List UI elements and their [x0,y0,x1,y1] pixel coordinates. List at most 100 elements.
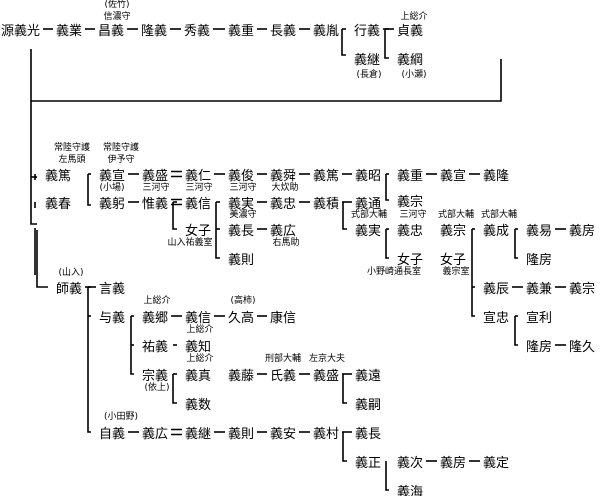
member-yoshitsuna: 義綱 [397,52,423,68]
descent-line-39 [342,374,347,404]
descent-line-20 [342,202,347,230]
note-jiyoshi-note: (小田野) [104,411,138,422]
note-koreyoshi-note: 三河守 [142,181,169,193]
note-yoshinari2-note: 式部大輔 [481,208,517,220]
member-yoshimune-a: 義宗 [397,194,423,210]
member-yoshimi: 義海 [397,484,423,496]
member-yoshinobu-2: 義宣 [440,168,466,184]
member-yoyoshi: 与義 [99,310,125,326]
descent-line-28 [514,316,518,346]
member-yoshitsugu-top: 義継 [354,52,380,68]
member-yoshitaka: 義隆 [483,168,509,184]
member-yoshimori: 義盛 [142,168,168,184]
member-muneyoshi: 宗義 [142,368,168,384]
member-yoshimune-c: 義宗 [569,281,595,297]
note-yoshitsuna-note: (小瀬) [401,68,426,80]
adoption-line-koreyoshi [171,198,182,206]
member-yoshitsugu-2: 義嗣 [355,397,381,413]
member-yoshitomo: 義知 [185,339,211,355]
descent-line-21 [385,229,389,259]
descent-line-1 [341,29,346,56]
member-yoshiatsu-2: 義篤 [313,168,339,184]
member-masayoshi: 昌義 [98,23,124,39]
member-yoshishige-1: 義重 [228,23,254,39]
note-yoshitsugu-note: (長倉) [356,68,381,80]
member-yoshiyuki: 義躬 [99,196,125,212]
member-yoshinari: 義業 [56,23,82,39]
member-yoshitsugu-3: 義継 [185,426,211,442]
descent-line-10 [87,202,91,206]
note-hisataka-note: (高柿) [230,294,255,306]
note-yoshimuneb-note: 式部大輔 [438,208,474,220]
note-daughter1-note: 山入祐義室 [167,236,212,248]
note-yoshitada2-note: 三河守 [399,208,426,220]
note-yoshinobu-note-1: 常陸守護 [103,141,139,153]
member-yoshinobu-1: 義宣 [99,168,125,184]
member-yoshito: 義遠 [355,368,381,384]
member-jiyoshi: 自義 [99,426,125,442]
member-yoshinori-2: 義則 [228,426,254,442]
member-yoshimasa: 義正 [355,455,381,471]
note-yoshizane2-note: 式部大輔 [351,208,387,220]
note-daughter2-note: 小野崎通長室 [367,265,421,277]
member-yoshimori-2: 義盛 [313,368,339,384]
member-yoshihiro: 義広 [270,223,296,239]
note-muneyoshi-note: (依上) [144,381,169,393]
descent-line-3 [384,29,389,59]
note-yoshimori2-note: 左京大夫 [309,352,345,364]
member-yoshishige-2: 義重 [397,168,423,184]
member-yoshikane: 義兼 [526,281,552,297]
note-yoshiyuki-note: (小場) [99,181,124,193]
descent-line-5 [30,49,502,102]
member-yoshihiro-2: 義広 [142,426,168,442]
note-daughter3-note: 義宗室 [442,265,469,277]
note-yoshisato-note: 上総介 [143,294,170,306]
member-yoshinobu-4: 義信 [185,310,211,326]
member-yoshizumi: 義積 [313,196,339,212]
member-yoshizane-2: 義実 [355,223,381,239]
note-yoshiatsu-note-2: 左馬頭 [58,153,85,165]
member-yoshitane-top: 義胤 [313,23,339,39]
member-yoshiharu: 義春 [45,196,71,212]
member-yoshizane: 義実 [228,196,254,212]
member-yoshitsugu-4: 義次 [397,455,423,471]
member-yoshifuji: 義藤 [228,368,254,384]
member-yoshikiyo: 義舜 [270,168,296,184]
note-sadayoshi-note: 上総介 [400,10,427,22]
member-ujiyoshi: 氏義 [270,368,296,384]
member-hideyoshi: 秀義 [184,23,210,39]
note-yoshizane3-note: 上総介 [186,352,213,364]
descent-line-33 [130,316,134,375]
lineage-lines [30,28,566,491]
note-yoshiatsu-note-1: 常陸守護 [54,141,90,153]
member-yoshizane-3: 義真 [185,368,211,384]
member-yoshiyasu-2: 義安 [270,426,296,442]
note-yoshinaga-note: 美濃守 [229,208,256,220]
member-daughter-1: 女子 [185,223,211,239]
member-yasunobu: 康信 [270,310,296,326]
note-yoshinobu-note-2: 伊予守 [107,153,134,165]
member-yoshitada-1: 義忠 [270,196,296,212]
member-sadayoshi: 貞義 [397,23,423,39]
member-hisataka: 久高 [228,310,254,326]
member-yoshisada: 義定 [483,455,509,471]
member-yoshihito: 義仁 [185,168,211,184]
note-yoshitomo-note: 上総介 [186,323,213,335]
descent-line-26 [514,229,518,259]
member-yoshiyasu: 義易 [526,223,552,239]
member-yoshinobu-3: 義信 [185,196,211,212]
member-yoshisato: 義郷 [142,310,168,326]
member-yoshikazu: 義数 [185,397,211,413]
member-nobutoshi: 宣利 [526,310,552,326]
member-yoshinaga-2: 義長 [355,426,381,442]
member-moroyoshi: 師義 [56,281,82,297]
note-yoshinobu3-note: 三河守 [185,181,212,193]
member-sukeyoshi: 祐義 [142,339,168,355]
member-yoshimichi: 義通 [355,196,381,212]
descent-line-9 [36,230,48,288]
note-ujiyoshi-note: 刑部大輔 [265,352,301,364]
descent-line-6 [30,101,37,225]
member-yoshinaga: 義長 [228,223,254,239]
